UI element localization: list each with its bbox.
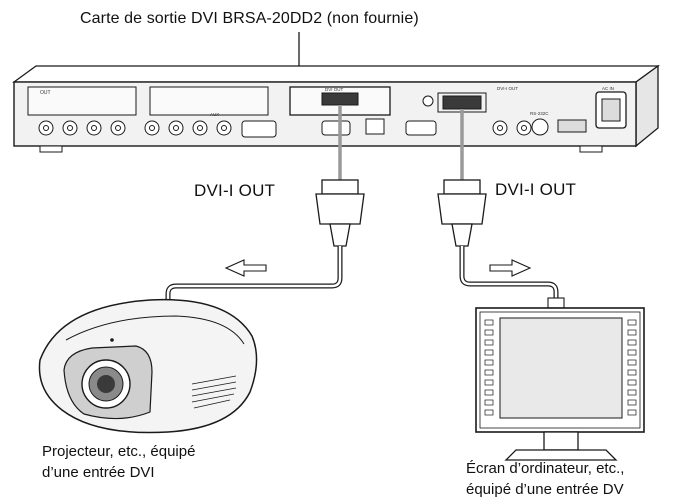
signal-arrow-right [489, 259, 532, 277]
marking-dvi-card: DVI OUT [325, 87, 344, 92]
bnc-connectors [38, 95, 532, 136]
marking-ref: RS-232C [530, 111, 549, 116]
option-slot-2 [149, 86, 269, 116]
rear-panel: OUT DVI OUT DVI-I OUT AC IN RS-232C AUX [12, 64, 660, 153]
connector-label-left: DVI-I OUT [194, 181, 276, 200]
cable-to-projector [165, 105, 365, 302]
terminal-block [557, 119, 587, 133]
marking-dvi-out-b: DVI-I OUT [497, 86, 518, 91]
dvi-plug-right-top [443, 179, 481, 195]
projector-label-line1: Projecteur, etc., équipé [42, 443, 196, 460]
monitor-stand-base [504, 449, 618, 461]
monitor-label-line1: Écran d’ordinateur, etc., [466, 460, 625, 477]
dsub-connector-3 [405, 120, 437, 136]
signal-arrow-left [224, 259, 267, 277]
projector-illustration [38, 298, 258, 434]
option-slot-1 [27, 86, 137, 116]
dsub-connector-1 [241, 120, 277, 138]
projector-label-line2: d’une entrée DVI [42, 464, 155, 481]
marking-out-slot: OUT [40, 90, 51, 96]
cable-to-monitor [437, 109, 559, 300]
dvi-plug-left-top [321, 179, 359, 195]
monitor-stand-neck [543, 431, 579, 451]
monitor-label: Écran d’ordinateur, etc., équipé d’une e… [466, 458, 624, 500]
projector-label: Projecteur, etc., équipé d’une entrée DV… [42, 441, 195, 483]
marking-aux: AUX [210, 112, 219, 117]
dvi-out-connector-b [442, 95, 482, 110]
din-connector [531, 118, 549, 136]
diagram-caption: Carte de sortie DVI BRSA-20DD2 (non four… [80, 10, 419, 27]
lan-port [365, 118, 385, 135]
dsub-connector-2 [321, 120, 351, 136]
monitor-screen [499, 317, 623, 419]
monitor-label-line2: équipé d’une entrée DV [466, 481, 624, 498]
monitor-illustration [475, 297, 645, 461]
marking-ac-in: AC IN [602, 86, 614, 91]
dvi-card-connector [321, 92, 359, 106]
connector-label-right: DVI-I OUT [495, 180, 577, 199]
